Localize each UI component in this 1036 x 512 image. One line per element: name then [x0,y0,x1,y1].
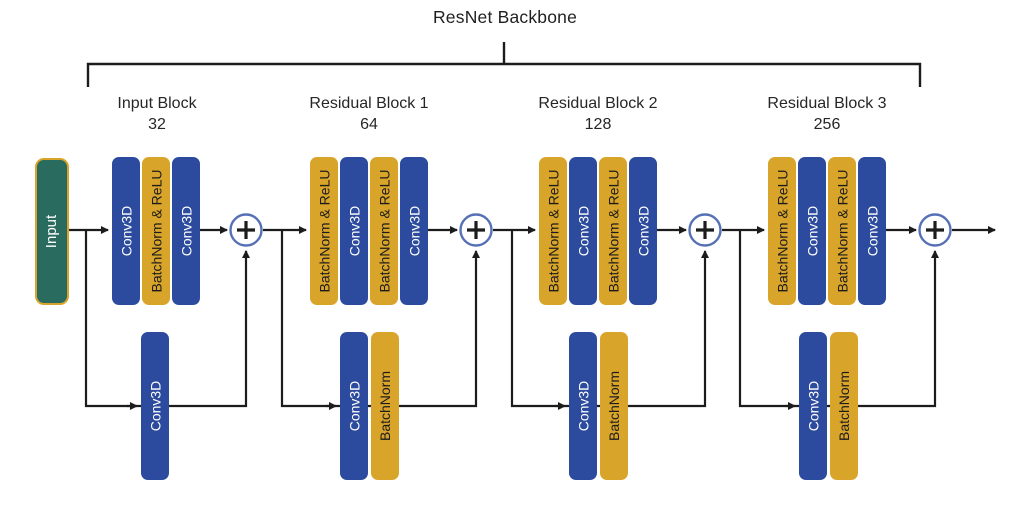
block-label-residual-1: Residual Block 1 64 [284,93,454,135]
add-icon [459,213,493,247]
input-node: Input [35,158,69,305]
layer-box-batchnorm-relu: BatchNorm & ReLU [599,157,627,305]
block-label-input: Input Block 32 [72,93,242,135]
skip-layer-box-batchnorm: BatchNorm [600,332,628,480]
add-icon [918,213,952,247]
block-name: Residual Block 1 [309,95,429,112]
layer-box-conv3d: Conv3D [172,157,200,305]
layer-box-conv3d: Conv3D [858,157,886,305]
block-channels: 32 [148,116,166,133]
block-channels: 256 [813,116,841,133]
layer-box-conv3d: Conv3D [340,157,368,305]
block-name: Input Block [117,95,197,112]
layer-box-batchnorm-relu: BatchNorm & ReLU [828,157,856,305]
block-label-residual-3: Residual Block 3 256 [742,93,912,135]
skip-layer-box-conv3d: Conv3D [569,332,597,480]
layer-box-batchnorm-relu: BatchNorm & ReLU [768,157,796,305]
add-icon [229,213,263,247]
layer-box-batchnorm-relu: BatchNorm & ReLU [539,157,567,305]
skip-layer-box-conv3d: Conv3D [141,332,169,480]
input-label: Input [43,214,61,249]
layer-box-batchnorm-relu: BatchNorm & ReLU [370,157,398,305]
block-channels: 128 [584,116,612,133]
skip-layer-box-batchnorm: BatchNorm [830,332,858,480]
layer-box-batchnorm-relu: BatchNorm & ReLU [142,157,170,305]
diagram-title: ResNet Backbone [432,7,578,27]
layer-box-conv3d: Conv3D [798,157,826,305]
layer-box-conv3d: Conv3D [400,157,428,305]
skip-layer-box-conv3d: Conv3D [799,332,827,480]
block-channels: 64 [360,116,378,133]
layer-box-conv3d: Conv3D [569,157,597,305]
block-label-residual-2: Residual Block 2 128 [513,93,683,135]
skip-layer-box-conv3d: Conv3D [340,332,368,480]
add-icon [688,213,722,247]
block-name: Residual Block 3 [767,95,887,112]
layer-box-conv3d: Conv3D [112,157,140,305]
backbone-bracket [86,42,922,87]
skip-layer-box-batchnorm: BatchNorm [371,332,399,480]
add-operators [229,213,952,247]
layer-box-batchnorm-relu: BatchNorm & ReLU [310,157,338,305]
block-name: Residual Block 2 [538,95,658,112]
layer-box-conv3d: Conv3D [629,157,657,305]
